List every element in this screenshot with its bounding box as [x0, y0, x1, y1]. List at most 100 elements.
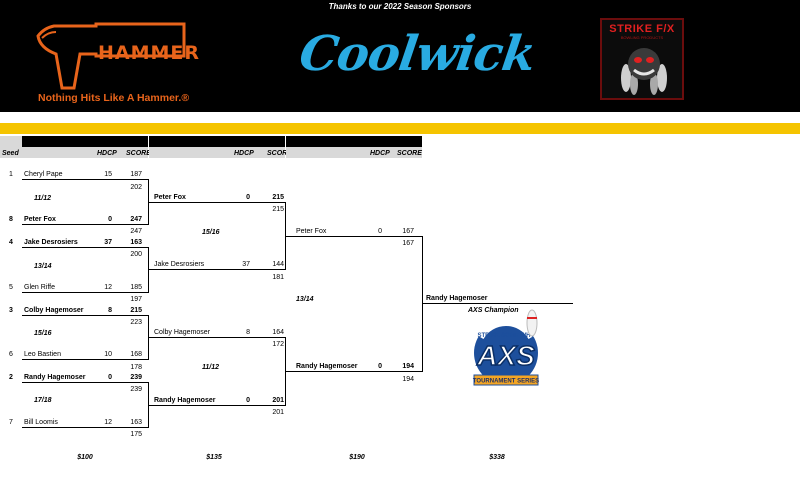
bowler-hdcp: 12	[104, 419, 112, 426]
bowler-hdcp: 0	[246, 397, 250, 404]
bowler-name: Glen Riffe	[24, 284, 55, 291]
seed-number: 8	[9, 216, 13, 223]
bracket-line	[22, 359, 148, 360]
seed-number: 1	[9, 171, 13, 178]
bracket-connector	[285, 337, 286, 406]
bracket-line	[22, 224, 148, 225]
game-score: 181	[272, 274, 284, 281]
bowler-name: Cheryl Pape	[24, 171, 63, 178]
champion-label: AXS Champion	[468, 307, 519, 314]
round2-score-header: SCORE	[267, 150, 292, 157]
bowler-hdcp: 12	[104, 284, 112, 291]
bowler-name: Jake Desrosiers	[24, 239, 78, 246]
champion-name: Randy Hagemoser	[426, 295, 488, 302]
game-score: 197	[130, 296, 142, 303]
axs-tournament-logo-icon: STRIKE SOME WHY AXS TOURNAMENT SERIES	[473, 309, 539, 386]
bowler-score: 215	[272, 194, 284, 201]
bowler-name: Randy Hagemoser	[296, 363, 358, 370]
bowler-name: Peter Fox	[154, 194, 186, 201]
bowler-hdcp: 0	[108, 374, 112, 381]
bowler-hdcp: 10	[104, 351, 112, 358]
bowler-hdcp: 0	[246, 194, 250, 201]
seed-column-header: Seed	[2, 150, 19, 157]
game-score: 215	[272, 206, 284, 213]
round3-header-grey	[286, 147, 422, 158]
bowler-name: Colby Hagemoser	[24, 307, 84, 314]
bowler-hdcp: 15	[104, 171, 112, 178]
bracket-line	[149, 202, 285, 203]
seed-number: 7	[9, 419, 13, 426]
strike-fx-subtitle: BOWLING PRODUCTS	[620, 35, 664, 40]
bowler-score: 163	[130, 419, 142, 426]
round2-header-grey	[149, 147, 285, 158]
bowler-score: 239	[130, 374, 142, 381]
seed-number: 2	[9, 374, 13, 381]
bowler-name: Randy Hagemoser	[154, 397, 216, 404]
round1-score-header: SCORE	[126, 150, 151, 157]
bracket-line	[149, 337, 285, 338]
bowler-score: 163	[130, 239, 142, 246]
sponsors-thanks-text: Thanks to our 2022 Season Sponsors	[328, 2, 472, 11]
bracket-line	[22, 315, 148, 316]
round1-hdcp-header: HDCP	[97, 150, 117, 157]
seed-number: 3	[9, 307, 13, 314]
game-score: 239	[130, 386, 142, 393]
bracket-connector	[285, 202, 286, 270]
bowler-score: 187	[130, 171, 142, 178]
sponsor-banner: Thanks to our 2022 Season Sponsors HAMME…	[0, 0, 800, 112]
strike-fx-title: STRIKE F/X	[609, 23, 675, 35]
axs-top-text: STRIKE SOME WHY	[477, 333, 534, 339]
bowler-hdcp: 8	[246, 329, 250, 336]
bowler-score: 247	[130, 216, 142, 223]
hammer-word: HAMMER	[98, 42, 201, 64]
game-score: 175	[130, 431, 142, 438]
strike-fx-logo: STRIKE F/X BOWLING PRODUCTS	[600, 18, 684, 100]
bracket-line	[22, 179, 148, 180]
bowler-score: 144	[272, 261, 284, 268]
bowler-score: 164	[272, 329, 284, 336]
bowler-name: Leo Bastien	[24, 351, 61, 358]
hammer-tagline: Nothing Hits Like A Hammer.®	[38, 92, 190, 104]
bowler-hdcp: 0	[108, 216, 112, 223]
lane-pair: 17/18	[34, 397, 52, 404]
seed-number: 4	[9, 239, 13, 246]
game-score: 201	[272, 409, 284, 416]
prize-round3: $190	[349, 454, 365, 461]
prize-champion: $338	[489, 454, 505, 461]
coolwick-logo: Coolwick	[296, 26, 539, 82]
bracket-line	[149, 405, 285, 406]
bracket-line	[286, 371, 422, 372]
bowler-name: Randy Hagemoser	[24, 374, 86, 381]
bracket-connector	[422, 236, 423, 372]
lane-pair: 11/12	[34, 195, 51, 202]
round2-hdcp-header: HDCP	[234, 150, 254, 157]
game-score: 167	[402, 240, 414, 247]
bracket-connector	[148, 382, 149, 428]
gold-divider-bar	[0, 123, 800, 134]
round3-score-header: SCORE	[397, 150, 422, 157]
game-score: 178	[130, 364, 142, 371]
bowler-hdcp: 0	[378, 363, 382, 370]
bracket-line	[22, 292, 148, 293]
bowler-score: 167	[402, 228, 414, 235]
bowler-name: Peter Fox	[24, 216, 56, 223]
lane-pair: 13/14	[296, 296, 314, 303]
game-score: 200	[130, 251, 142, 258]
lane-pair: 15/16	[202, 229, 220, 236]
bracket-connector	[148, 315, 149, 360]
lane-pair: 15/16	[34, 330, 52, 337]
prize-round1: $100	[77, 454, 93, 461]
bracket-connector	[148, 247, 149, 293]
bracket-line	[286, 236, 422, 237]
bowler-hdcp: 0	[378, 228, 382, 235]
game-score: 223	[130, 319, 142, 326]
bowler-hdcp: 37	[104, 239, 112, 246]
lane-pair: 11/12	[202, 364, 219, 371]
bracket-line	[22, 427, 148, 428]
game-score: 172	[272, 341, 284, 348]
game-score: 202	[130, 184, 142, 191]
bowler-score: 201	[272, 397, 284, 404]
bowler-name: Bill Loomis	[24, 419, 58, 426]
axs-main-text: AXS	[476, 340, 535, 371]
round1-header-grey	[22, 147, 148, 158]
